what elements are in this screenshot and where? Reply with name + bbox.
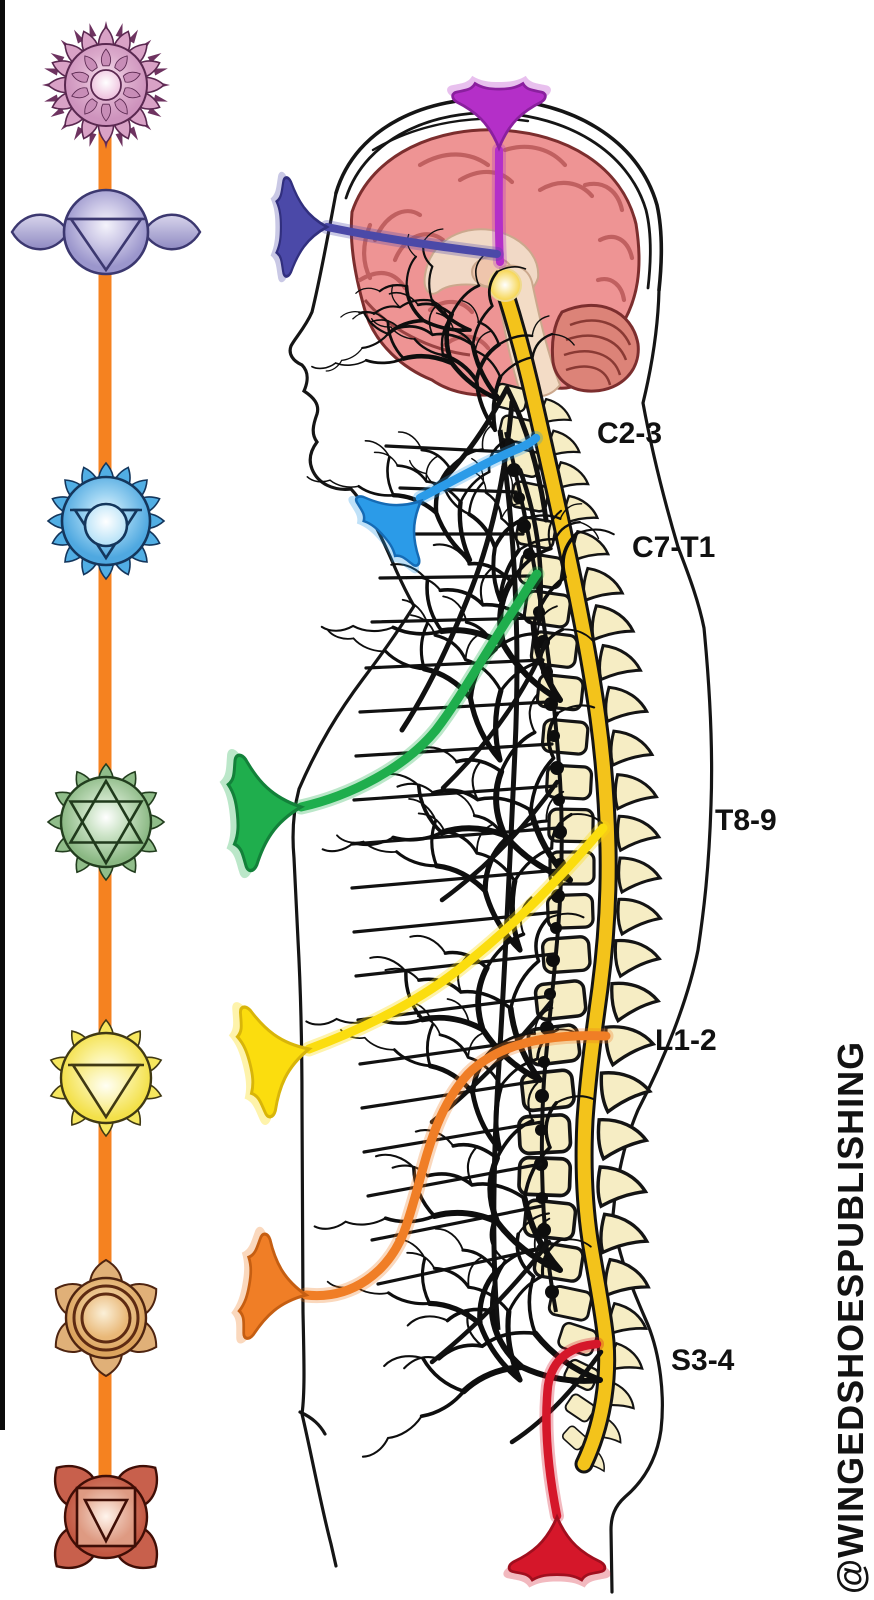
root-trumpet <box>503 1337 611 1588</box>
throat-chakra-icon <box>47 462 165 580</box>
sacral-trumpet <box>226 1028 614 1354</box>
heart-chakra-icon <box>47 763 165 881</box>
throat-trumpet <box>340 431 543 581</box>
solar-plexus-chakra-icon <box>47 1019 165 1137</box>
third-eye-chakra-icon <box>10 188 202 276</box>
label-l1-2: L1-2 <box>655 1024 717 1057</box>
label-s3-4: S3-4 <box>671 1344 735 1377</box>
left-border-artifact <box>0 0 5 1430</box>
label-t8-9: T8-9 <box>715 804 777 837</box>
nerve-plexus-trees <box>292 222 616 1465</box>
label-c2-3: C2-3 <box>597 417 663 450</box>
third-eye-trumpet <box>270 171 504 283</box>
heart-trumpet <box>216 566 545 880</box>
root-chakra-icon <box>42 1453 170 1581</box>
sacral-chakra-icon <box>46 1259 166 1377</box>
watermark-text: @WINGEDSHOESPUBLISHING <box>830 1040 871 1594</box>
solar-plexus-trumpet <box>221 820 611 1129</box>
crown-chakra-icon <box>42 21 170 149</box>
label-c7-t1: C7-T1 <box>632 531 716 564</box>
